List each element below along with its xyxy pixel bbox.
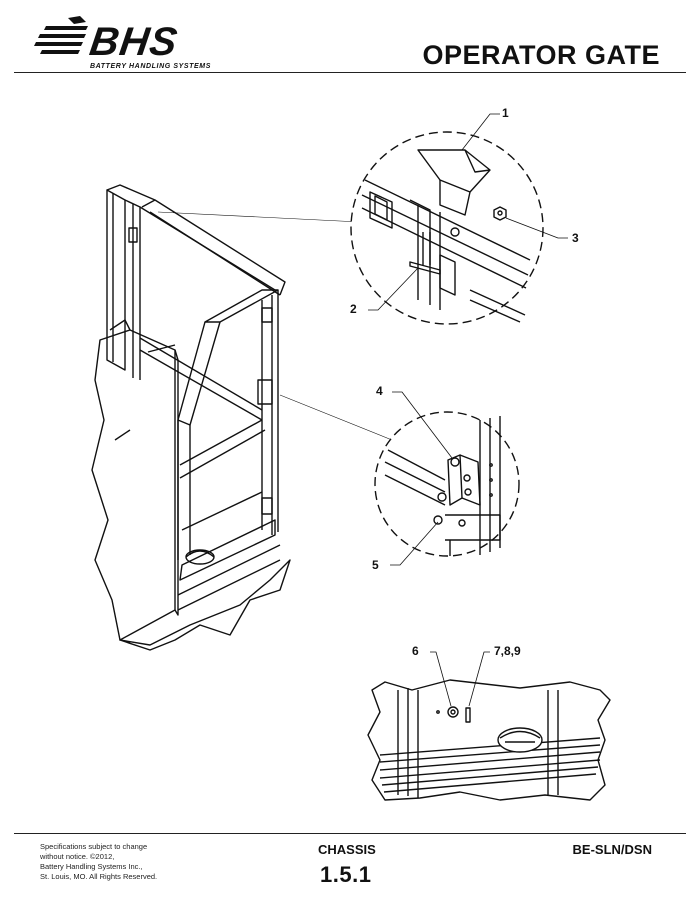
callout-3: 3 [572,231,579,245]
callout-5: 5 [372,558,379,572]
detail-view-bottom [367,679,611,801]
section-number: 1.5.1 [320,862,372,887]
notice-line: Battery Handling Systems Inc., [40,862,143,871]
notice-line: St. Louis, MO. All Rights Reserved. [40,872,158,881]
callout-1: 1 [502,106,509,120]
page-title: OPERATOR GATE [422,40,660,70]
leader-line [157,211,361,223]
gate-frame [106,184,286,560]
brand-tagline: BATTERY HANDLING SYSTEMS [90,63,211,70]
speed-lines-icon [34,16,88,54]
detail-view-top [350,131,544,325]
model-code: BE-SLN/DSN [572,842,652,857]
callout-2: 2 [350,302,357,316]
bhs-logo: BHS BATTERY HANDLING SYSTEMS [28,12,210,70]
notice-line: without notice. ©2012, [40,852,115,861]
callout-6: 6 [412,644,419,658]
chassis-body [91,319,291,651]
copyright-notice: Specifications subject to change without… [40,842,180,882]
callout-7-8-9: 7,8,9 [494,644,521,658]
notice-line: Specifications subject to change [40,842,148,851]
section-name: CHASSIS [318,842,376,857]
header-rule [14,72,686,73]
brand-name: BHS [86,20,181,64]
footer-rule [14,833,686,834]
callout-4: 4 [376,384,383,398]
operator-gate-drawing [91,113,611,801]
detail-view-middle [374,411,520,557]
leader-line [279,394,393,441]
callout-leaders [368,113,568,707]
